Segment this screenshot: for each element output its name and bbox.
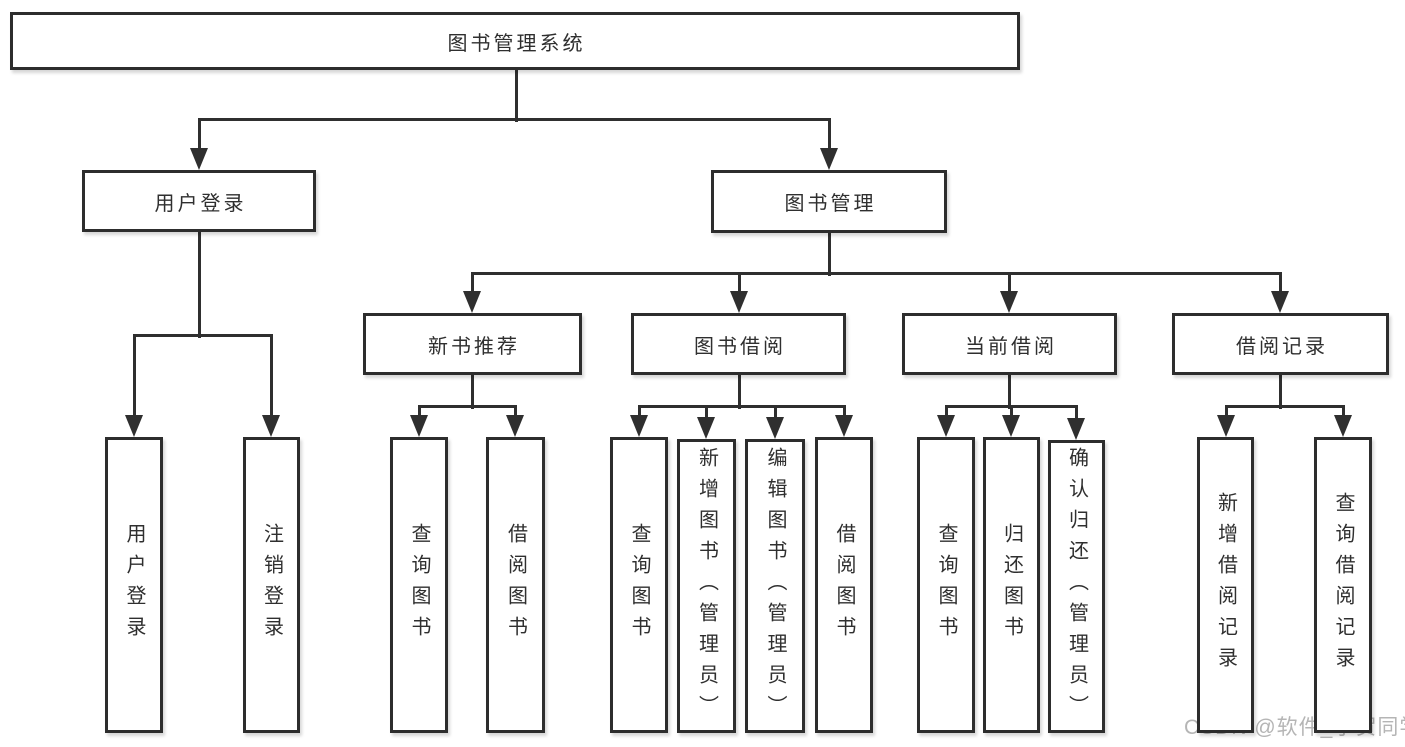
arrow-down-icon [190,148,208,170]
leaf-add-book-admin: 新增图书（管理员） [677,439,736,733]
node-user-login: 用户登录 [82,170,316,232]
arrow-down-icon [125,415,143,437]
edge-user-login-to-leaves-branch [132,333,273,337]
arrow-down-icon [730,291,748,313]
arrow-down-icon [262,415,280,437]
arrow-down-icon [937,415,955,437]
edge-records-to-leaves-stem [1278,375,1282,409]
arrow-down-icon [820,148,838,170]
leaf-query-borrow-record: 查询借阅记录 [1314,437,1372,733]
edge-current-to-leaves-drop [944,406,948,417]
edge-root-to-level2-drop [827,119,831,150]
leaf-add-borrow-record-label: 新增借阅记录 [1214,492,1237,678]
leaf-edit-book-admin: 编辑图书（管理员） [745,439,805,733]
arrow-down-icon [697,417,715,439]
leaf-return-book: 归还图书 [983,437,1040,733]
node-borrowing-records: 借阅记录 [1172,313,1389,375]
edge-borrowing-to-leaves-drop [637,406,641,417]
leaf-add-borrow-record: 新增借阅记录 [1197,437,1254,733]
leaf-user-login-label: 用户登录 [123,523,145,647]
arrow-down-icon [835,415,853,437]
leaf-query-book-recommend-label: 查询图书 [408,523,430,647]
leaf-borrow-book-recommend: 借阅图书 [486,437,545,733]
edge-root-to-level2-drop [197,119,201,150]
node-book-borrowing: 图书借阅 [631,313,846,375]
edge-book-mgmt-to-level3-stem [827,233,831,276]
node-new-book-recommend: 新书推荐 [363,313,582,375]
leaf-logout: 注销登录 [243,437,300,733]
arrow-down-icon [463,291,481,313]
edge-current-to-leaves-drop [1009,406,1013,417]
edge-user-login-to-leaves-stem [197,232,201,338]
edge-book-mgmt-to-level3-drop [1278,273,1282,293]
edge-book-mgmt-to-level3-drop [1007,273,1011,293]
leaf-borrow-book-recommend-label: 借阅图书 [504,523,527,647]
edge-user-login-to-leaves-drop [132,335,136,417]
edge-borrowing-to-leaves-stem [737,375,741,409]
edge-book-mgmt-to-level3-branch [470,271,1282,275]
leaf-query-book-current-label: 查询图书 [935,523,957,647]
arrow-down-icon [1002,415,1020,437]
node-current-borrowing: 当前借阅 [902,313,1117,375]
node-new-book-recommend-label: 新书推荐 [428,335,520,358]
node-book-management: 图书管理 [711,170,947,233]
arrow-down-icon [1217,415,1235,437]
edge-borrowing-to-leaves-drop [704,406,708,419]
edge-root-to-level2-branch [197,117,831,121]
node-book-borrowing-label: 图书借阅 [694,335,786,358]
edge-records-to-leaves-drop [1224,406,1228,417]
edge-current-to-leaves-drop [1074,406,1078,420]
edge-user-login-to-leaves-drop [269,335,273,417]
node-root-library-system-label: 图书管理系统 [447,32,586,55]
edge-new-book-to-leaves-branch [417,404,517,408]
arrow-down-icon [1067,418,1085,440]
edge-borrowing-to-leaves-drop [842,406,846,417]
node-root-library-system: 图书管理系统 [10,12,1020,70]
edge-new-book-to-leaves-stem [470,375,474,409]
node-user-login-label: 用户登录 [154,192,247,215]
leaf-query-book-borrowing-label: 查询图书 [628,523,650,647]
edge-new-book-to-leaves-drop [513,406,517,417]
leaf-confirm-return-admin: 确认归还（管理员） [1048,440,1105,733]
leaf-query-book-current: 查询图书 [917,437,975,733]
edge-records-to-leaves-branch [1224,404,1345,408]
arrow-down-icon [1334,415,1352,437]
leaf-return-book-label: 归还图书 [1000,523,1023,647]
arrow-down-icon [410,415,428,437]
edge-records-to-leaves-drop [1341,406,1345,417]
arrow-down-icon [1000,291,1018,313]
leaf-confirm-return-admin-label: 确认归还（管理员） [1065,447,1088,726]
edge-borrowing-to-leaves-branch [637,404,846,408]
leaf-query-book-recommend: 查询图书 [390,437,448,733]
leaf-logout-label: 注销登录 [260,523,283,647]
node-current-borrowing-label: 当前借阅 [965,335,1057,358]
leaf-add-book-admin-label: 新增图书（管理员） [695,446,718,726]
leaf-edit-book-admin-label: 编辑图书（管理员） [764,446,786,726]
leaf-user-login: 用户登录 [105,437,163,733]
edge-book-mgmt-to-level3-drop [470,273,474,293]
arrow-down-icon [766,417,784,439]
edge-new-book-to-leaves-drop [417,406,421,417]
edge-borrowing-to-leaves-drop [773,406,777,419]
arrow-down-icon [506,415,524,437]
leaf-borrow-book-borrowing: 借阅图书 [815,437,873,733]
arrow-down-icon [630,415,648,437]
leaf-query-book-borrowing: 查询图书 [610,437,668,733]
edge-book-mgmt-to-level3-drop [737,273,741,293]
node-borrowing-records-label: 借阅记录 [1236,335,1328,358]
leaf-query-borrow-record-label: 查询借阅记录 [1332,492,1354,678]
node-book-management-label: 图书管理 [784,193,877,215]
arrow-down-icon [1271,291,1289,313]
edge-current-to-leaves-stem [1007,375,1011,409]
leaf-borrow-book-borrowing-label: 借阅图书 [833,523,855,647]
edge-root-to-level2-stem [514,70,518,122]
